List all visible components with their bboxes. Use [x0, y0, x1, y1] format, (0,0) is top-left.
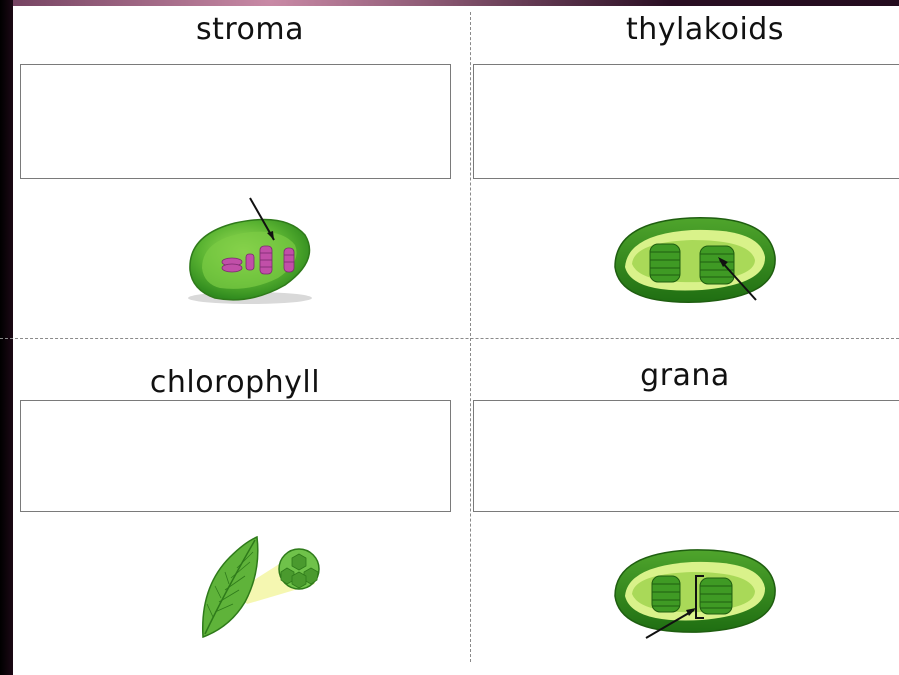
answer-box-stroma[interactable]: [20, 64, 451, 179]
cut-line-vertical: [470, 12, 471, 662]
answer-box-grana[interactable]: [473, 400, 899, 512]
term-label-thylakoids: thylakoids: [605, 12, 805, 47]
chloroplast-stroma-icon: [180, 190, 320, 314]
term-label-grana: grana: [585, 358, 785, 393]
term-label-stroma: stroma: [150, 12, 350, 47]
leaf-chlorophyll-icon: [195, 532, 325, 646]
chloroplast-grana-icon: [610, 546, 780, 645]
chloroplast-thylakoids-icon: [610, 212, 780, 311]
answer-box-thylakoids[interactable]: [473, 64, 899, 179]
answer-box-chlorophyll[interactable]: [20, 400, 451, 512]
term-label-chlorophyll: chlorophyll: [135, 365, 335, 400]
cut-line-horizontal: [0, 338, 899, 339]
